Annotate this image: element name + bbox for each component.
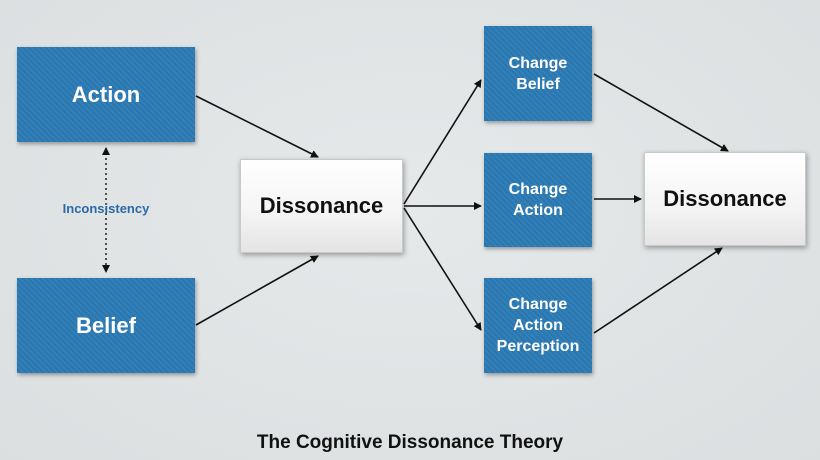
- change-belief-line-2: Belief: [516, 75, 560, 93]
- change-perception-line-3: Perception: [496, 338, 580, 355]
- inconsistency-label: Inconsistency: [62, 201, 150, 216]
- change-action-node: Change Action: [484, 153, 592, 247]
- dissonance-node-left: Dissonance: [240, 159, 403, 253]
- change-action-line-1: Change: [508, 181, 568, 198]
- change-belief-line-1: Change: [508, 54, 568, 72]
- dissonance-node-right: Dissonance: [644, 152, 806, 246]
- change-perception-line-2: Action: [513, 317, 563, 334]
- change-action-perception-node: Change Action Perception: [484, 278, 592, 373]
- action-node: Action: [17, 47, 195, 142]
- belief-node: Belief: [17, 278, 195, 373]
- action-label: Action: [71, 81, 141, 107]
- change-perception-line-1: Change: [508, 296, 568, 313]
- diagram-title: The Cognitive Dissonance Theory: [256, 432, 564, 453]
- edge-dissonance-to-change-perception: [403, 207, 482, 331]
- edge-dissonance-to-change-belief: [403, 79, 482, 205]
- edge-action-to-dissonance: [195, 95, 319, 158]
- edge-belief-to-dissonance: [195, 255, 319, 326]
- dissonance-left-label: Dissonance: [259, 193, 384, 218]
- belief-label: Belief: [76, 312, 136, 338]
- edge-change-belief-to-dissonance: [593, 73, 729, 152]
- edge-change-perception-to-dissonance: [593, 247, 723, 334]
- change-belief-node: Change Belief: [484, 26, 592, 121]
- change-action-line-2: Action: [513, 202, 563, 219]
- dissonance-right-label: Dissonance: [663, 186, 787, 211]
